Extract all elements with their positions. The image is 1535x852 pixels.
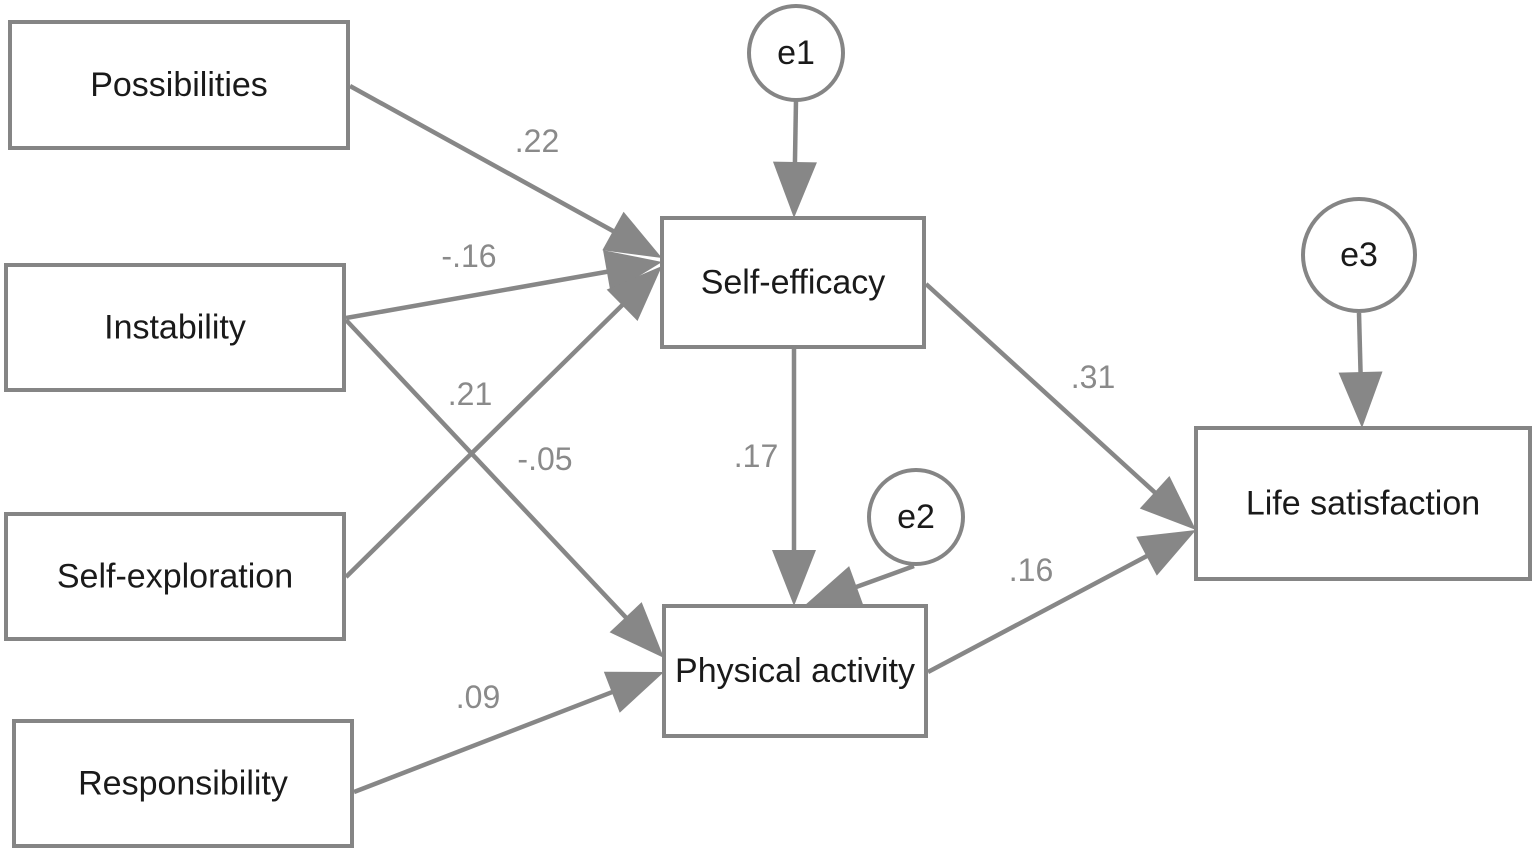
arrowhead-icon xyxy=(603,250,662,294)
node-label-responsibility: Responsibility xyxy=(78,765,288,803)
node-e2: e2 xyxy=(867,468,965,566)
arrowhead-icon xyxy=(609,602,664,658)
path-physical-activity-to-life-satisfaction xyxy=(926,530,1196,674)
node-label-e2: e2 xyxy=(897,498,935,536)
node-label-instability: Instability xyxy=(104,309,246,347)
path-self-efficacy-to-life-satisfaction xyxy=(924,282,1196,530)
observed-variable-box xyxy=(1194,426,1532,581)
path-line-responsibility-to-physical-activity xyxy=(353,687,619,795)
error-term-circle xyxy=(1301,197,1417,313)
error-term-circle xyxy=(747,4,845,102)
coefficient-possibilities-to-self-efficacy: .22 xyxy=(515,123,559,159)
path-line-self-exploration-to-self-efficacy xyxy=(344,299,628,579)
arrowhead-icon xyxy=(606,266,662,321)
node-instability: Instability xyxy=(4,263,346,392)
path-e3-to-life-satisfaction xyxy=(1338,312,1383,428)
arrowhead-icon xyxy=(804,566,865,608)
node-label-self-efficacy: Self-efficacy xyxy=(701,264,886,302)
node-physical-activity: Physical activity xyxy=(662,604,928,738)
path-self-efficacy-to-physical-activity xyxy=(772,349,816,606)
coefficient-self-exploration-to-self-efficacy: .21 xyxy=(448,376,492,412)
node-label-e1: e1 xyxy=(777,34,815,72)
node-e3: e3 xyxy=(1301,197,1417,313)
node-self-efficacy: Self-efficacy xyxy=(660,216,926,349)
observed-variable-box xyxy=(4,263,346,392)
coefficient-physical-activity-to-life-satisfaction: .16 xyxy=(1009,552,1053,588)
node-label-life-satisfaction: Life satisfaction xyxy=(1246,485,1480,523)
path-line-self-efficacy-to-life-satisfaction xyxy=(924,282,1161,498)
path-line-instability-to-physical-activity xyxy=(344,318,632,624)
observed-variable-box xyxy=(662,604,928,738)
path-instability-to-physical-activity xyxy=(344,318,664,658)
arrowhead-icon xyxy=(1139,476,1196,530)
path-line-instability-to-self-efficacy xyxy=(345,268,614,321)
coefficient-self-efficacy-to-physical-activity: .17 xyxy=(734,438,778,474)
observed-variable-box xyxy=(4,512,346,641)
node-self-exploration: Self-exploration xyxy=(4,512,346,641)
edges-layer xyxy=(344,84,1383,795)
path-line-physical-activity-to-life-satisfaction xyxy=(926,551,1153,674)
arrowhead-icon xyxy=(772,550,816,606)
observed-variable-box xyxy=(660,216,926,349)
coefficient-responsibility-to-physical-activity: .09 xyxy=(456,679,500,715)
coefficient-self-efficacy-to-life-satisfaction: .31 xyxy=(1071,359,1115,395)
arrowhead-icon xyxy=(602,211,662,258)
node-label-possibilities: Possibilities xyxy=(90,66,268,104)
coefficient-instability-to-physical-activity: -.05 xyxy=(517,441,572,477)
coefficient-instability-to-self-efficacy: -.16 xyxy=(441,238,496,274)
arrowhead-icon xyxy=(603,671,664,713)
observed-variable-box xyxy=(12,719,354,848)
node-label-physical-activity: Physical activity xyxy=(675,652,915,690)
path-e2-to-physical-activity xyxy=(804,563,915,608)
observed-variable-box xyxy=(8,20,350,150)
path-responsibility-to-physical-activity xyxy=(353,671,664,795)
arrowhead-icon xyxy=(1136,530,1196,576)
path-line-e2-to-physical-activity xyxy=(850,563,915,592)
path-instability-to-self-efficacy xyxy=(345,250,662,321)
path-e1-to-self-efficacy xyxy=(772,99,817,218)
path-line-possibilities-to-self-efficacy xyxy=(348,84,620,236)
path-possibilities-to-self-efficacy xyxy=(348,84,662,258)
path-line-e1-to-self-efficacy xyxy=(792,99,799,169)
node-possibilities: Possibilities xyxy=(8,20,350,150)
path-self-exploration-to-self-efficacy xyxy=(344,266,662,579)
error-term-circle xyxy=(867,468,965,566)
arrowhead-icon xyxy=(772,161,817,218)
node-e1: e1 xyxy=(747,4,845,102)
node-label-self-exploration: Self-exploration xyxy=(57,558,293,596)
arrowhead-icon xyxy=(1338,371,1383,428)
path-line-e3-to-life-satisfaction xyxy=(1356,312,1363,379)
node-label-e3: e3 xyxy=(1340,236,1378,274)
nodes-layer: PossibilitiesInstabilitySelf-exploration… xyxy=(4,4,1532,848)
coefficient-labels-layer: .22 -.16 .21 -.05 .09 .17 .31 .16 xyxy=(441,123,1115,715)
node-life-satisfaction: Life satisfaction xyxy=(1194,426,1532,581)
node-responsibility: Responsibility xyxy=(12,719,354,848)
